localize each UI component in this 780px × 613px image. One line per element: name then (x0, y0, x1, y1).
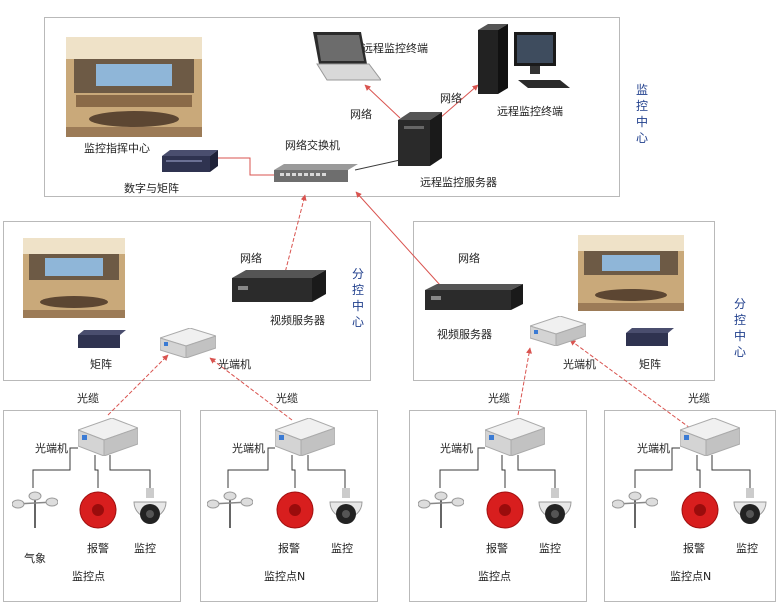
optical-transceiver-icon-left (160, 328, 216, 358)
point3-alarm-icon (486, 491, 524, 529)
point4-alarm-icon (681, 491, 719, 529)
cable-right-2 (569, 339, 691, 429)
point2-alarm-icon (276, 491, 314, 529)
digital-matrix-label: 数字与矩阵 (124, 182, 179, 195)
network-switch-icon (274, 164, 358, 182)
link-server-desktop (439, 84, 479, 119)
point1-name: 监控点 (72, 570, 105, 583)
cable-label-3: 光缆 (488, 392, 510, 405)
matrix-label-left: 矩阵 (90, 358, 112, 371)
point3-name: 监控点 (478, 570, 511, 583)
matrix-icon-right (626, 328, 674, 346)
sub-center-right-title: 分控中心 (733, 297, 746, 359)
sub-center-left-room-image (23, 238, 125, 318)
matrix-label-right: 矩阵 (639, 358, 661, 371)
network-label-left: 网络 (350, 108, 372, 121)
sub-center-left-title: 分控中心 (351, 267, 364, 329)
point4-name: 监控点N (670, 570, 712, 583)
laptop-terminal-label: 远程监控终端 (362, 42, 428, 55)
link-matrix-switch (218, 157, 278, 176)
point-wiring (32, 447, 751, 488)
video-server-label-right: 视频服务器 (437, 328, 492, 341)
remote-server-label: 远程监控服务器 (420, 176, 497, 189)
point4-camera-icon (733, 488, 767, 524)
point3-monitor-label: 监控 (539, 542, 561, 555)
optical-transceiver-icon-right (530, 316, 586, 346)
point2-transceiver-label: 光端机 (232, 442, 265, 455)
remote-server-icon (398, 112, 442, 166)
command-center-label: 监控指挥中心 (84, 142, 150, 155)
cable-right-1 (517, 347, 533, 416)
video-server-icon-right (425, 284, 523, 310)
point4-transceiver-label: 光端机 (637, 442, 670, 455)
cable-label-1: 光缆 (77, 392, 99, 405)
point1-alarm-icon (79, 491, 117, 529)
video-server-icon-left (232, 270, 326, 302)
monitoring-center-title: 监控中心 (635, 83, 648, 145)
point4-alarm-label: 报警 (683, 542, 705, 555)
point1-transceiver-label: 光端机 (35, 442, 68, 455)
point3-transceiver-label: 光端机 (440, 442, 473, 455)
video-server-label-left: 视频服务器 (270, 314, 325, 327)
sub-center-right-room-image (578, 235, 684, 311)
point3-transceiver-icon (485, 418, 545, 456)
point3-anemometer-icon (418, 491, 464, 528)
link-switch-server (354, 159, 401, 171)
desktop-computer-icon (478, 24, 570, 94)
network-switch-label: 网络交换机 (285, 139, 340, 152)
link-right-sub-switch (355, 191, 441, 286)
point1-weather-label: 气象 (24, 552, 46, 565)
optical-transceiver-label-left: 光端机 (218, 358, 251, 371)
point1-transceiver-icon (78, 418, 138, 456)
cable-label-2: 光缆 (276, 392, 298, 405)
point1-alarm-label: 报警 (87, 542, 109, 555)
point2-camera-icon (329, 488, 363, 524)
point1-camera-icon (133, 488, 167, 524)
cable-left-2 (209, 357, 293, 421)
point2-monitor-label: 监控 (331, 542, 353, 555)
cable-left-1 (107, 354, 169, 416)
point4-transceiver-icon (680, 418, 740, 456)
point3-alarm-label: 报警 (486, 542, 508, 555)
command-center-room-image (66, 37, 202, 137)
cable-label-4: 光缆 (688, 392, 710, 405)
point2-transceiver-icon (275, 418, 335, 456)
laptop-icon (313, 32, 381, 81)
digital-matrix-icon (162, 150, 218, 172)
point3-camera-icon (538, 488, 572, 524)
point4-monitor-label: 监控 (736, 542, 758, 555)
network-label-sub-left: 网络 (240, 252, 262, 265)
matrix-icon-left (78, 330, 126, 348)
point2-anemometer-icon (207, 491, 253, 528)
point1-monitor-label: 监控 (134, 542, 156, 555)
network-label-sub-right: 网络 (458, 252, 480, 265)
point2-name: 监控点N (264, 570, 306, 583)
network-label-right: 网络 (440, 92, 462, 105)
point4-anemometer-icon (612, 491, 658, 528)
point2-alarm-label: 报警 (278, 542, 300, 555)
point1-anemometer-icon (12, 491, 58, 528)
link-server-laptop (364, 84, 401, 119)
optical-transceiver-label-right: 光端机 (563, 358, 596, 371)
desktop-terminal-label: 远程监控终端 (497, 105, 563, 118)
